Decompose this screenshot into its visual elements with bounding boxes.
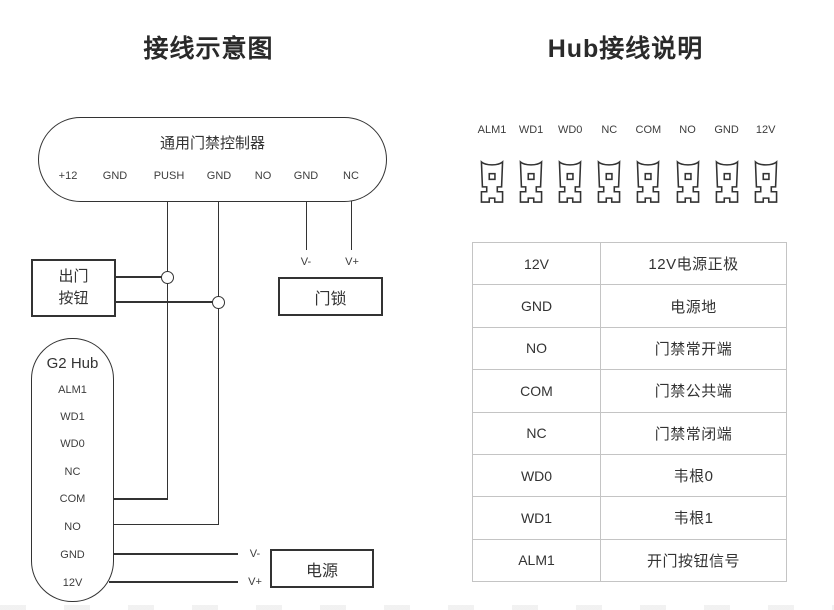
wire-exit-bottom (116, 301, 218, 303)
g2-hub-label: G2 Hub (46, 355, 99, 372)
hub-strip-terminal-com: COM (622, 124, 674, 204)
table-cell-description: 门禁公共端 (654, 383, 733, 401)
hub-terminal-wd1: WD1 (60, 411, 85, 423)
hub-strip-terminal-12v: 12V (740, 124, 792, 204)
controller-terminal-no: NO (254, 170, 272, 182)
table-row: 12V 12V电源正极 (473, 243, 786, 286)
wire-lock-vminus-vertical (305, 201, 308, 250)
hub-terminal-no: NO (64, 521, 81, 533)
hub-strip-terminal-label: WD1 (518, 124, 544, 136)
table-cell-pin: COM (473, 370, 601, 412)
exit-button-label-line1: 出门 (58, 268, 89, 286)
table-cell-pin: NC (473, 412, 601, 454)
hub-terminal-com: COM (59, 493, 86, 505)
g2-hub-box: G2 Hub ALM1 WD1 WD0 NC COM NO GND 12V (31, 338, 114, 602)
door-lock-label: 门锁 (314, 290, 347, 308)
controller-terminal-gnd2: GND (206, 170, 232, 182)
exit-button-label-line2: 按钮 (58, 290, 89, 307)
hub-strip-terminal-alm1: ALM1 (466, 124, 518, 204)
controller-terminal-gnd1: GND (102, 170, 128, 182)
table-cell-pin: ALM1 (473, 539, 601, 581)
controller-terminal-plus12: +12 (58, 170, 78, 182)
wire-power-vplus (109, 581, 238, 583)
wire-push-vertical (166, 201, 169, 499)
wire-exit-top (116, 276, 167, 278)
access-controller-box: 通用门禁控制器 +12 GND PUSH GND NO GND NC (38, 117, 387, 202)
table-row: WD0 韦根0 (473, 454, 786, 498)
table-cell-description: 开门按钮信号 (646, 552, 740, 570)
hub-strip-terminal-label: COM (635, 124, 662, 136)
hub-strip-terminal-label: 12V (755, 124, 776, 136)
power-supply-box: 电源 (270, 549, 374, 588)
junction-circle-gnd (211, 295, 225, 309)
controller-terminal-nc: NC (343, 170, 359, 182)
table-cell-description: 韦根0 (673, 468, 714, 486)
left-section-title: 接线示意图 (143, 35, 274, 63)
table-cell-description: 门禁常闭端 (654, 425, 733, 443)
power-vminus-label: V- (249, 548, 261, 560)
table-row: ALM1 开门按钮信号 (473, 539, 786, 581)
table-cell-description: 门禁常开端 (654, 340, 733, 358)
hub-strip-terminal-label: NO (679, 124, 696, 136)
access-controller-label: 通用门禁控制器 (159, 135, 265, 152)
hub-strip-terminal-label: ALM1 (477, 124, 507, 136)
cropped-text-artifact (0, 605, 834, 610)
hub-terminal-wd0: WD0 (60, 438, 85, 450)
table-row: NC 门禁常闭端 (473, 412, 786, 455)
wire-power-vminus (112, 553, 238, 555)
wire-gnd-vertical (217, 201, 220, 525)
wire-com-horizontal (113, 498, 168, 500)
pin-description-table: 12V 12V电源正极 GND 电源地 NO 门禁常开端 COM 门禁公共端 NC 门禁常闭端 WD… (472, 242, 787, 582)
table-cell-pin: GND (473, 285, 601, 327)
hub-strip-terminal-nc: NC (583, 124, 635, 204)
terminal-connector-icon (597, 160, 621, 203)
power-supply-label: 电源 (305, 562, 338, 580)
right-section-title: Hub接线说明 (547, 35, 704, 63)
door-lock-vminus-label: V- (300, 256, 312, 268)
terminal-connector-icon (676, 160, 699, 203)
exit-button-box: 出门 按钮 (31, 259, 116, 317)
hub-strip-terminal-label: WD0 (557, 124, 583, 136)
hub-terminal-12v: 12V (62, 577, 83, 589)
table-cell-description: 韦根1 (673, 510, 714, 528)
junction-circle-push (160, 270, 174, 284)
terminal-connector-icon (558, 160, 582, 203)
terminal-connector-icon (715, 160, 739, 203)
table-cell-description: 12V电源正极 (648, 256, 739, 274)
hub-strip-terminal-wd1: WD1 (505, 124, 557, 204)
controller-terminal-gnd3: GND (293, 170, 319, 182)
hub-strip-terminal-gnd: GND (701, 124, 753, 204)
hub-terminal-nc: NC (64, 466, 81, 478)
table-cell-description: 电源地 (670, 298, 717, 316)
table-cell-pin: NO (473, 327, 601, 370)
table-cell-pin: 12V (473, 243, 601, 285)
terminal-connector-icon (519, 160, 543, 203)
table-row: WD1 韦根1 (473, 497, 786, 540)
table-row: NO 门禁常开端 (473, 327, 786, 371)
hub-strip-terminal-label: GND (714, 124, 739, 136)
door-lock-vplus-label: V+ (345, 256, 359, 268)
table-row: GND 电源地 (473, 285, 786, 328)
wire-lock-vplus-vertical (350, 201, 353, 250)
terminal-connector-icon (754, 160, 778, 203)
hub-strip-terminal-wd0: WD0 (544, 124, 596, 204)
table-cell-pin: WD0 (473, 454, 601, 497)
terminal-connector-icon (480, 160, 504, 203)
hub-terminal-gnd: GND (60, 549, 85, 561)
table-cell-pin: WD1 (473, 497, 601, 539)
power-vplus-label: V+ (248, 576, 262, 588)
wire-no-horizontal (113, 523, 219, 526)
hub-terminal-alm1: ALM1 (58, 384, 87, 396)
terminal-connector-icon (636, 160, 660, 203)
hub-strip-terminal-label: NC (601, 124, 618, 136)
door-lock-box: 门锁 (278, 277, 383, 316)
hub-strip-terminal-no: NO (662, 124, 714, 204)
controller-terminal-push: PUSH (153, 170, 185, 182)
table-row: COM 门禁公共端 (473, 370, 786, 413)
